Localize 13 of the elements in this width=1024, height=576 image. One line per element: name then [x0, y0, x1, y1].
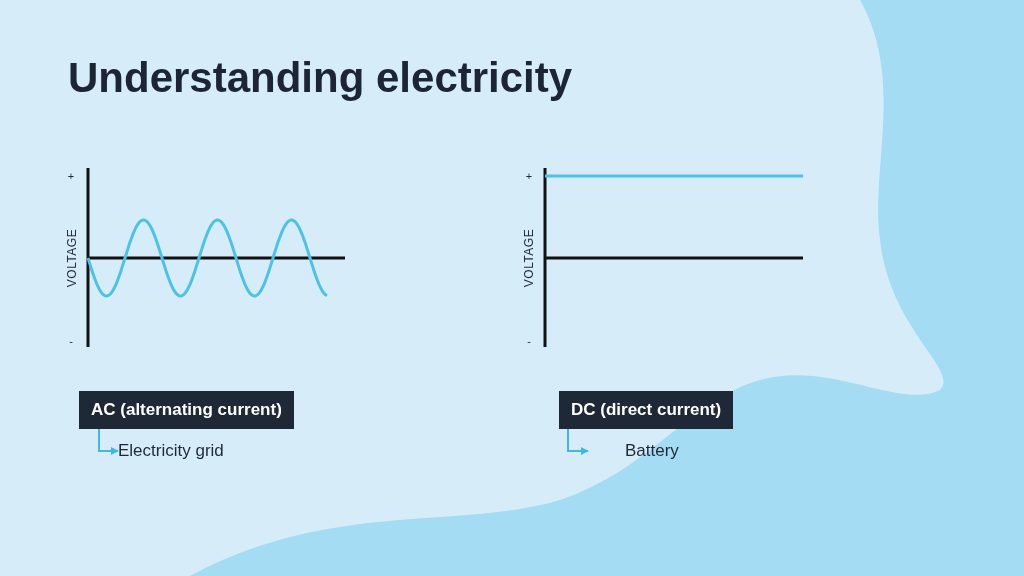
- plus-sign: +: [67, 170, 75, 182]
- axis-label: VOLTAGE: [523, 228, 535, 288]
- minus-sign: -: [69, 335, 73, 347]
- heading-tag: DC (direct current): [559, 391, 734, 429]
- description-text: Electricity grid: [118, 441, 224, 461]
- plus-sign: +: [525, 170, 533, 182]
- heading-tag: AC (alternating current): [79, 391, 294, 429]
- arrow: [98, 428, 119, 455]
- arrow: [567, 428, 589, 455]
- title: Understanding electricity: [68, 54, 573, 102]
- minus-sign: -: [527, 335, 531, 347]
- axis-label: VOLTAGE: [66, 228, 78, 288]
- description-text: Battery: [588, 441, 679, 461]
